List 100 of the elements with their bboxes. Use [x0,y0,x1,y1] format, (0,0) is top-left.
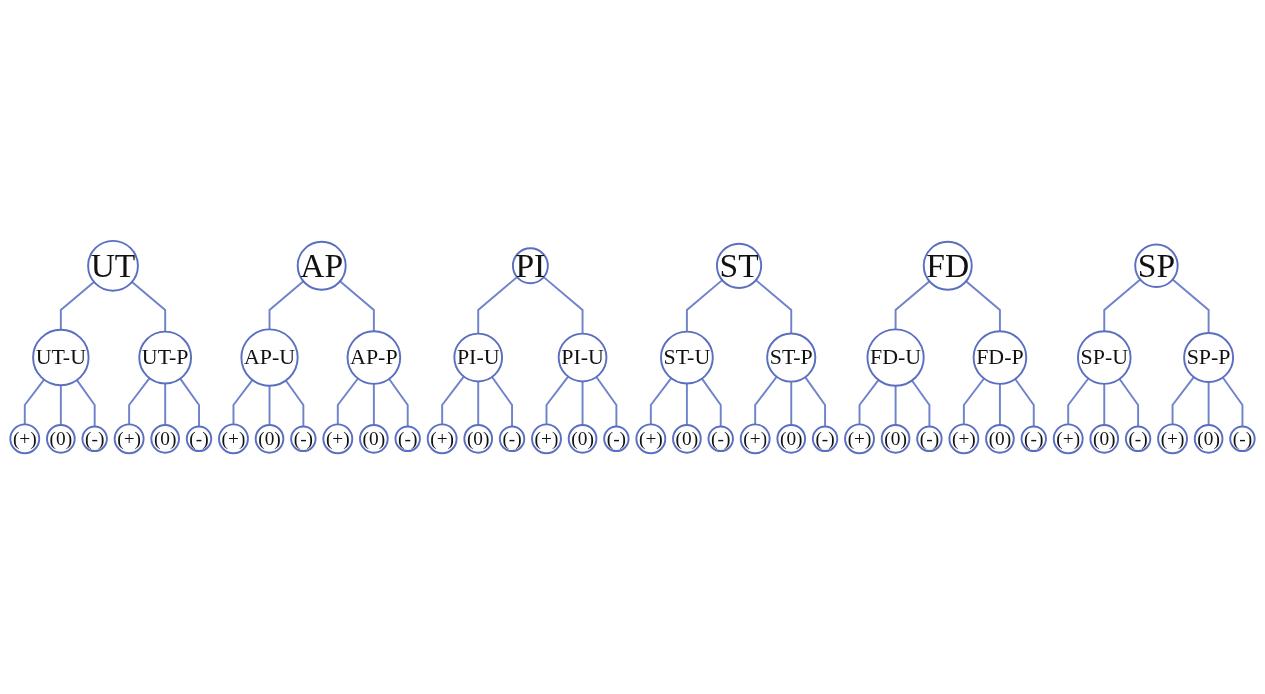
connector [545,375,570,426]
connector [1171,278,1210,334]
node-circle: (-) [603,425,630,453]
node-circle: (+) [739,423,771,455]
node-circle: (0) [46,424,76,454]
connector [804,376,827,428]
connector [268,280,305,331]
connector [336,377,359,426]
node-circle: (-) [811,425,839,453]
node-circle: FD-P [972,330,1028,385]
node-circle: (+) [1052,423,1084,455]
connector [790,380,793,426]
connector [1207,381,1210,426]
node-circle: (0) [567,424,598,454]
connector [894,384,897,426]
node-circle: AP-P [346,330,402,385]
node-circle: (+) [635,423,667,455]
connector [962,377,985,426]
node-circle: ST [715,242,763,289]
connector [649,377,673,426]
node-circle: (-) [394,425,421,453]
connector [388,378,409,428]
node-circle: SP-U [1076,330,1132,385]
node-circle: (+) [218,423,249,455]
connector [164,382,167,426]
connector [1118,378,1140,428]
node-circle: (0) [1089,424,1120,454]
node-circle: ST-U [660,330,714,385]
node-circle: UT-U [32,328,90,387]
node-circle: (+) [948,423,980,455]
connector [441,375,465,426]
connector [1221,376,1244,428]
node-circle: (0) [776,424,807,454]
connector [59,384,62,426]
node-circle: PI [511,247,549,285]
connector [179,377,200,428]
node-circle: (+) [844,423,875,455]
connector [1171,376,1195,426]
node-circle: (0) [463,424,494,454]
connector [131,280,167,333]
node-circle: (+) [9,423,41,455]
node-circle: (+) [113,423,145,455]
node-circle: UT [87,239,139,292]
connector [477,276,518,335]
node-circle: PI-U [453,332,504,383]
node-circle: (0) [254,424,285,454]
node-circle: (-) [185,425,213,453]
node-circle: (0) [985,424,1015,454]
connector [685,279,724,333]
node-circle: PI-U [557,332,608,383]
node-circle: (-) [81,425,108,453]
node-circle: (-) [1229,425,1256,453]
connector [755,279,793,335]
node-circle: (0) [880,424,911,454]
node-circle: (0) [672,424,702,454]
node-circle: (0) [150,424,180,454]
connector [685,382,688,426]
connector [1103,382,1106,426]
connector [1103,278,1142,333]
connector [894,280,931,331]
connector [595,376,618,428]
node-circle: AP-U [240,328,299,387]
connector [1067,377,1090,426]
connector [477,380,480,426]
node-circle: (-) [707,425,734,453]
node-circle: (0) [359,424,389,454]
connector [858,379,880,426]
node-circle: AP [296,240,347,291]
connector [59,280,95,331]
node-circle: (+) [322,423,354,455]
node-circle: SP-P [1183,332,1235,383]
connector [491,376,513,428]
connector [232,379,254,426]
node-circle: (-) [916,425,943,453]
node-circle: UT-P [138,330,193,385]
node-circle: (0) [1193,424,1224,454]
node-circle: (+) [531,423,562,455]
node-circle: (+) [426,423,458,455]
connector [542,276,584,335]
node-circle: (-) [498,425,526,453]
connector [700,377,722,428]
connector [128,377,151,426]
node-circle: ST-P [766,332,817,383]
connector [581,380,584,426]
connector [998,382,1001,426]
connector [1014,378,1035,428]
node-circle: SP [1134,243,1179,288]
node-circle: FD-U [866,328,925,387]
node-circle: (+) [1157,423,1188,455]
node-circle: (-) [290,425,317,453]
connector [754,375,778,426]
connector [965,280,1001,333]
connector [268,384,271,426]
connector [372,382,375,426]
node-circle: (-) [1124,425,1152,453]
connector [284,379,305,428]
connector [339,280,375,333]
node-circle: FD [922,240,973,291]
connector [23,378,46,426]
connector [75,379,96,428]
